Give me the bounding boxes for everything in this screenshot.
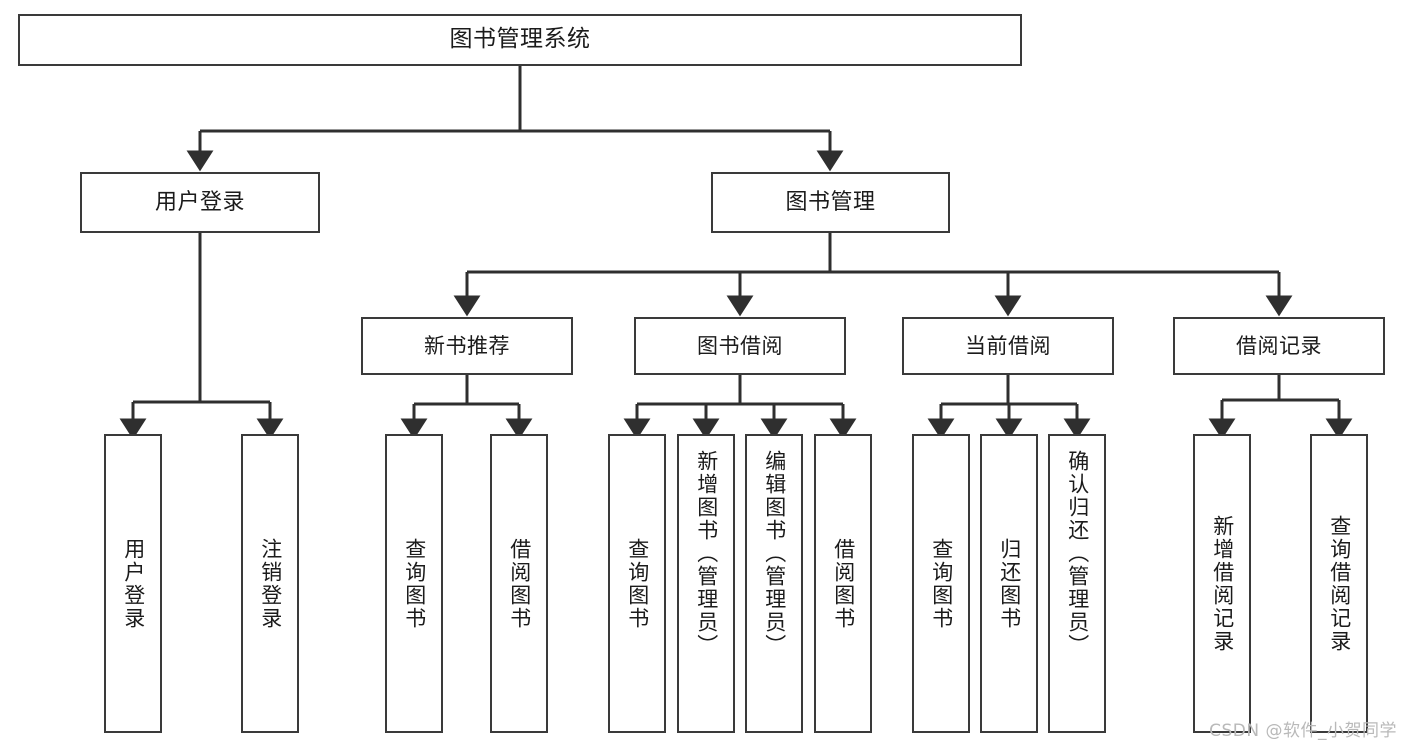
node-new-book-rec-label: 新书推荐 [424,333,510,358]
watermark-text: CSDN @软件_小贺同学 [1209,721,1397,741]
node-user-login-label: 用户登录 [154,189,245,215]
node-leaf-query-book-1-label: 查询图书 [402,537,427,630]
node-leaf-logout-label: 注销登录 [258,537,283,630]
node-leaf-confirm-return[interactable]: 确认归还（管理员） [1048,434,1106,733]
node-leaf-return-book[interactable]: 归还图书 [980,434,1038,733]
node-leaf-borrow-book-2[interactable]: 借阅图书 [814,434,872,733]
node-leaf-confirm-return-label: 确认归还（管理员） [1065,450,1090,657]
node-borrow-record[interactable]: 借阅记录 [1173,317,1385,375]
node-leaf-return-book-label: 归还图书 [997,537,1022,630]
node-root-system[interactable]: 图书管理系统 [18,14,1022,66]
node-book-manage[interactable]: 图书管理 [711,172,950,233]
node-leaf-add-record[interactable]: 新增借阅记录 [1193,434,1251,733]
node-leaf-query-book-2[interactable]: 查询图书 [608,434,666,733]
node-leaf-query-book-3-label: 查询图书 [929,537,954,630]
node-leaf-add-record-label: 新增借阅记录 [1210,514,1235,653]
node-leaf-edit-book-label: 编辑图书（管理员） [762,450,787,657]
node-root-system-label: 图书管理系统 [449,26,591,53]
node-leaf-borrow-book-2-label: 借阅图书 [831,537,856,630]
node-leaf-user-login[interactable]: 用户登录 [104,434,162,733]
node-leaf-query-record[interactable]: 查询借阅记录 [1310,434,1368,733]
node-book-borrow-label: 图书借阅 [697,333,783,358]
node-leaf-user-login-label: 用户登录 [121,537,146,630]
node-new-book-rec[interactable]: 新书推荐 [361,317,573,375]
node-book-manage-label: 图书管理 [785,189,876,215]
node-book-borrow[interactable]: 图书借阅 [634,317,846,375]
node-current-borrow[interactable]: 当前借阅 [902,317,1114,375]
node-leaf-logout[interactable]: 注销登录 [241,434,299,733]
node-leaf-borrow-book-1-label: 借阅图书 [507,537,532,630]
node-leaf-query-record-label: 查询借阅记录 [1327,514,1352,653]
node-borrow-record-label: 借阅记录 [1236,333,1322,358]
node-leaf-query-book-3[interactable]: 查询图书 [912,434,970,733]
node-current-borrow-label: 当前借阅 [965,333,1051,358]
node-leaf-borrow-book-1[interactable]: 借阅图书 [490,434,548,733]
node-leaf-query-book-1[interactable]: 查询图书 [385,434,443,733]
node-leaf-add-book-label: 新增图书（管理员） [694,450,719,657]
node-user-login[interactable]: 用户登录 [80,172,320,233]
node-leaf-add-book[interactable]: 新增图书（管理员） [677,434,735,733]
node-leaf-edit-book[interactable]: 编辑图书（管理员） [745,434,803,733]
node-leaf-query-book-2-label: 查询图书 [625,537,650,630]
